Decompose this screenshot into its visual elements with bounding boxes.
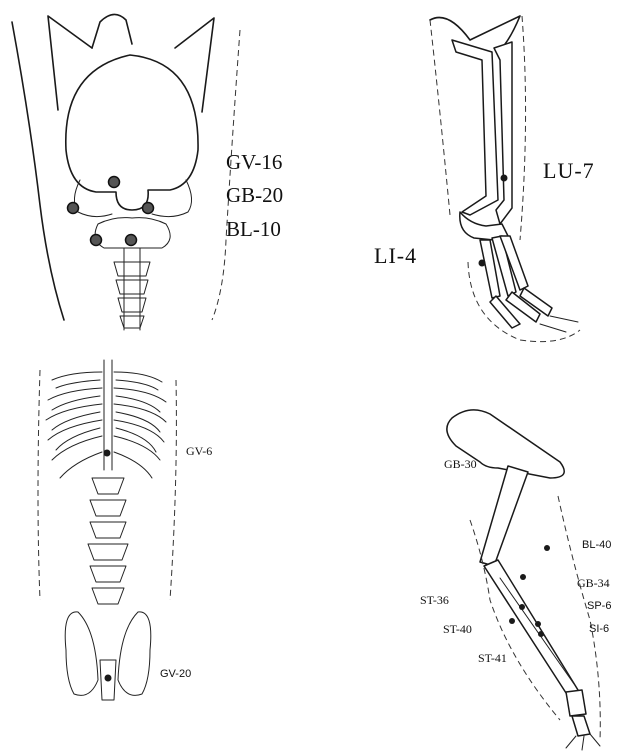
point-gv16 — [109, 177, 120, 188]
point-bl40 — [544, 545, 550, 551]
point-gb20-left — [68, 203, 79, 214]
point-st36 — [519, 604, 525, 610]
label-sp6: SP-6 — [587, 600, 611, 612]
body-outline-right — [170, 380, 176, 600]
tarsus — [566, 690, 586, 716]
point-bl10-right — [126, 235, 137, 246]
ribs-left — [46, 372, 102, 478]
point-sp6 — [535, 621, 541, 627]
right-outline — [212, 30, 240, 320]
label-gb20: GB-20 — [226, 183, 283, 208]
point-si6 — [538, 631, 544, 637]
right-ear — [175, 18, 214, 112]
vertebra — [114, 262, 150, 276]
pelvis-right — [118, 612, 151, 695]
label-st40: ST-40 — [443, 622, 472, 637]
label-gb34: GB-34 — [577, 576, 610, 591]
pelvis-left — [65, 612, 98, 695]
label-gv6: GV-6 — [186, 444, 212, 459]
label-st41: ST-41 — [478, 651, 507, 666]
metatarsal — [572, 716, 590, 736]
point-gb20-right — [143, 203, 154, 214]
lumbar — [92, 588, 124, 604]
label-si6: SI-6 — [589, 623, 609, 635]
fibula — [500, 578, 574, 684]
label-gv20: GV-20 — [160, 668, 191, 680]
right-arch — [152, 180, 192, 217]
point-gv6 — [104, 450, 111, 457]
point-gv20 — [105, 675, 112, 682]
head-drawing — [12, 14, 240, 330]
spinal-lines — [124, 248, 140, 330]
point-bl10-left — [91, 235, 102, 246]
label-li4: LI-4 — [374, 243, 417, 269]
tibia — [484, 560, 578, 696]
lumbar — [90, 522, 126, 538]
lumbar — [92, 478, 124, 494]
lumbar — [90, 500, 126, 516]
lumbar — [90, 566, 126, 582]
label-bl40: BL-40 — [582, 539, 611, 551]
point-st40 — [509, 618, 515, 624]
left-outline — [12, 22, 64, 320]
label-st36: ST-36 — [420, 593, 449, 608]
label-gv16: GV-16 — [226, 150, 282, 175]
vertebra — [118, 298, 146, 312]
point-gb34 — [520, 574, 526, 580]
back-drawing — [38, 360, 176, 700]
snout-tip — [92, 14, 132, 48]
vertebra — [116, 280, 148, 294]
body-outline-left — [38, 370, 40, 600]
skull — [66, 55, 198, 210]
label-bl10: BL-10 — [226, 217, 281, 242]
point-lu7 — [501, 175, 508, 182]
radius — [452, 40, 498, 215]
leg-outline-left — [430, 20, 450, 215]
toes — [566, 734, 600, 750]
label-lu7: LU-7 — [543, 158, 595, 184]
claws — [540, 316, 578, 332]
leg-outline-right — [520, 16, 526, 240]
ribs-right — [114, 372, 166, 478]
lumbar — [88, 544, 128, 560]
label-gb30: GB-30 — [444, 457, 477, 472]
point-li4 — [479, 260, 486, 267]
left-ear — [48, 16, 92, 110]
femur — [480, 466, 528, 566]
